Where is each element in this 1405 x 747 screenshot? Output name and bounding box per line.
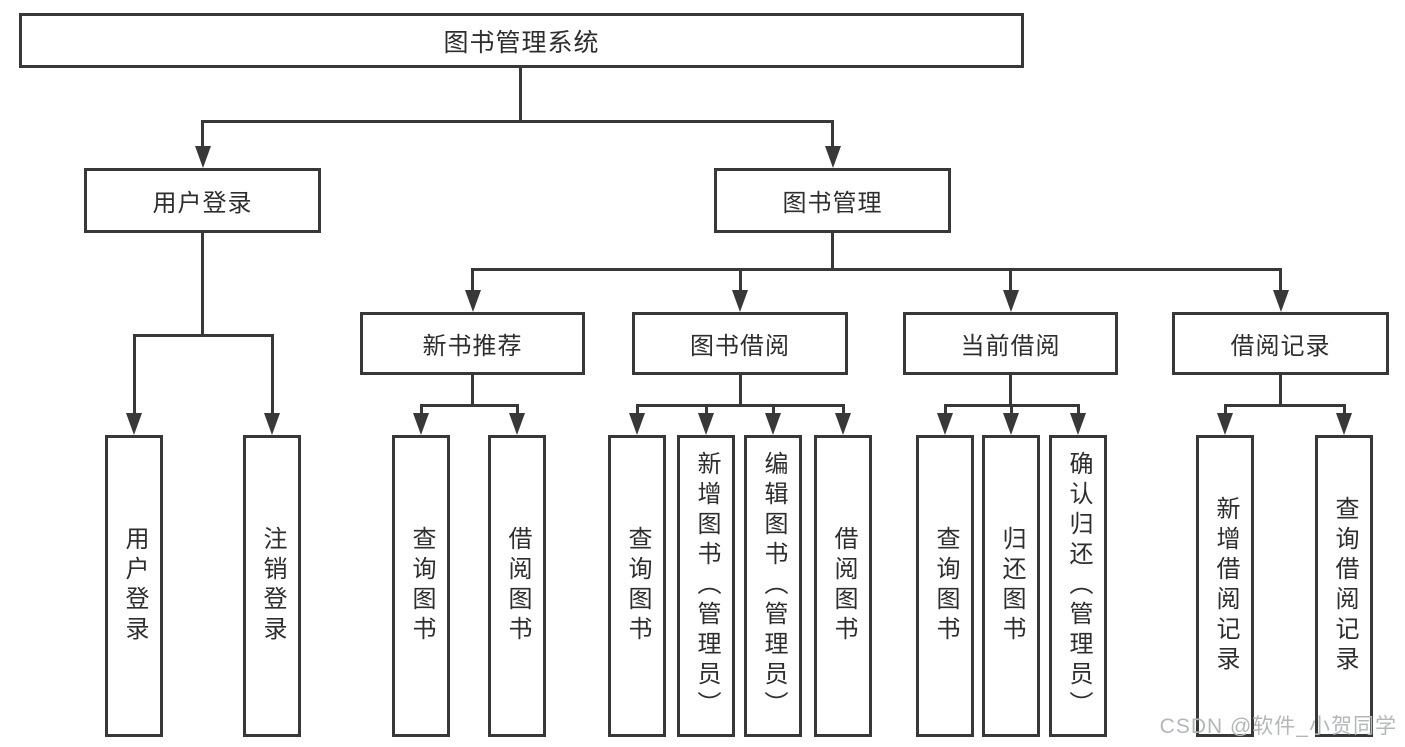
arrowhead-down-icon	[732, 290, 748, 312]
connector-vline	[471, 268, 474, 292]
connector-vline	[1223, 404, 1227, 414]
node-label: 新增图书（管理员）	[693, 451, 720, 721]
connector-hline	[419, 404, 519, 407]
node-label: 新增借阅记录	[1212, 496, 1239, 676]
connector-vline	[1279, 268, 1282, 292]
leaf-user-login: 用户登录	[105, 435, 163, 737]
connector-vline	[270, 334, 274, 414]
connector-vline	[943, 404, 947, 414]
arrowhead-down-icon	[1336, 413, 1352, 435]
leaf-query-books-borrowing: 查询图书	[608, 435, 666, 737]
node-label: 借阅记录	[1230, 333, 1331, 360]
connector-vline	[635, 404, 639, 414]
connector-vline	[841, 404, 845, 414]
node-label: 图书管理	[782, 190, 883, 217]
node-label: 用户登录	[121, 526, 148, 646]
arrowhead-down-icon	[464, 290, 481, 312]
connector-hline	[201, 120, 834, 123]
connector-vline	[519, 68, 522, 123]
connector-vline	[1009, 404, 1013, 414]
arrowhead-down-icon	[1003, 413, 1019, 435]
node-label: 图书借阅	[690, 333, 790, 360]
arrowhead-down-icon	[835, 413, 851, 435]
leaf-edit-books-admin: 编辑图书（管理员）	[744, 435, 802, 737]
arrowhead-down-icon	[698, 413, 714, 435]
connector-vline	[738, 268, 742, 292]
leaf-query-books-current: 查询图书	[916, 435, 974, 737]
node-label: 编辑图书（管理员）	[760, 451, 787, 721]
connector-vline	[704, 404, 708, 414]
node-label: 借阅图书	[830, 526, 857, 646]
connector-vline	[1009, 375, 1012, 407]
arrowhead-down-icon	[413, 413, 429, 435]
connector-vline	[831, 120, 834, 150]
arrowhead-down-icon	[824, 146, 841, 168]
node-label: 注销登录	[259, 526, 286, 646]
arrowhead-down-icon	[937, 413, 953, 435]
leaf-borrow-books: 借阅图书	[814, 435, 872, 737]
connector-hline	[1223, 404, 1346, 407]
arrowhead-down-icon	[1217, 413, 1233, 435]
leaf-logout: 注销登录	[243, 435, 301, 737]
node-book-management: 图书管理	[714, 168, 951, 233]
arrowhead-down-icon	[509, 413, 525, 435]
csdn-watermark: CSDN @软件_小贺同学	[1159, 715, 1397, 738]
leaf-query-books-recommend: 查询图书	[392, 435, 450, 737]
connector-vline	[771, 404, 775, 414]
node-label: 查询图书	[408, 526, 435, 646]
node-user-login: 用户登录	[84, 168, 321, 233]
node-label: 查询借阅记录	[1331, 496, 1358, 676]
connector-vline	[831, 233, 834, 271]
node-label: 图书管理系统	[443, 28, 600, 57]
arrowhead-down-icon	[264, 413, 280, 435]
connector-vline	[738, 375, 742, 407]
leaf-add-books-admin: 新增图书（管理员）	[677, 435, 735, 737]
node-new-book-recommend: 新书推荐	[360, 312, 585, 375]
node-label: 确认归还（管理员）	[1065, 451, 1092, 721]
arrowhead-down-icon	[194, 146, 211, 168]
connector-vline	[419, 404, 423, 414]
connector-vline	[1076, 404, 1080, 414]
leaf-confirm-return-admin: 确认归还（管理员）	[1049, 435, 1107, 737]
leaf-borrow-books-recommend: 借阅图书	[488, 435, 546, 737]
connector-vline	[1009, 268, 1012, 292]
node-label: 用户登录	[152, 190, 253, 217]
node-current-borrowing: 当前借阅	[903, 312, 1118, 375]
connector-vline	[471, 375, 474, 407]
node-library-management-system: 图书管理系统	[19, 13, 1024, 68]
connector-vline	[1279, 375, 1282, 407]
arrowhead-down-icon	[629, 413, 645, 435]
node-borrowing-records: 借阅记录	[1172, 312, 1389, 375]
node-label: 归还图书	[998, 526, 1025, 646]
node-label: 查询图书	[624, 526, 651, 646]
arrowhead-down-icon	[126, 413, 142, 435]
connector-vline	[515, 404, 519, 414]
connector-vline	[201, 233, 204, 337]
connector-vline	[132, 334, 136, 414]
leaf-return-books: 归还图书	[982, 435, 1040, 737]
node-label: 新书推荐	[422, 333, 523, 360]
connector-hline	[635, 404, 845, 407]
node-book-borrowing: 图书借阅	[632, 312, 848, 375]
connector-hline	[471, 268, 1282, 271]
arrowhead-down-icon	[1002, 290, 1019, 312]
arrowhead-down-icon	[1070, 413, 1086, 435]
connector-vline	[201, 120, 204, 150]
leaf-query-borrow-record: 查询借阅记录	[1315, 435, 1373, 737]
arrowhead-down-icon	[765, 413, 781, 435]
connector-hline	[132, 334, 274, 337]
arrowhead-down-icon	[1272, 290, 1289, 312]
node-label: 查询图书	[932, 526, 959, 646]
leaf-add-borrow-record: 新增借阅记录	[1196, 435, 1254, 737]
node-label: 当前借阅	[960, 333, 1061, 360]
connector-vline	[1342, 404, 1346, 414]
node-label: 借阅图书	[504, 526, 531, 646]
